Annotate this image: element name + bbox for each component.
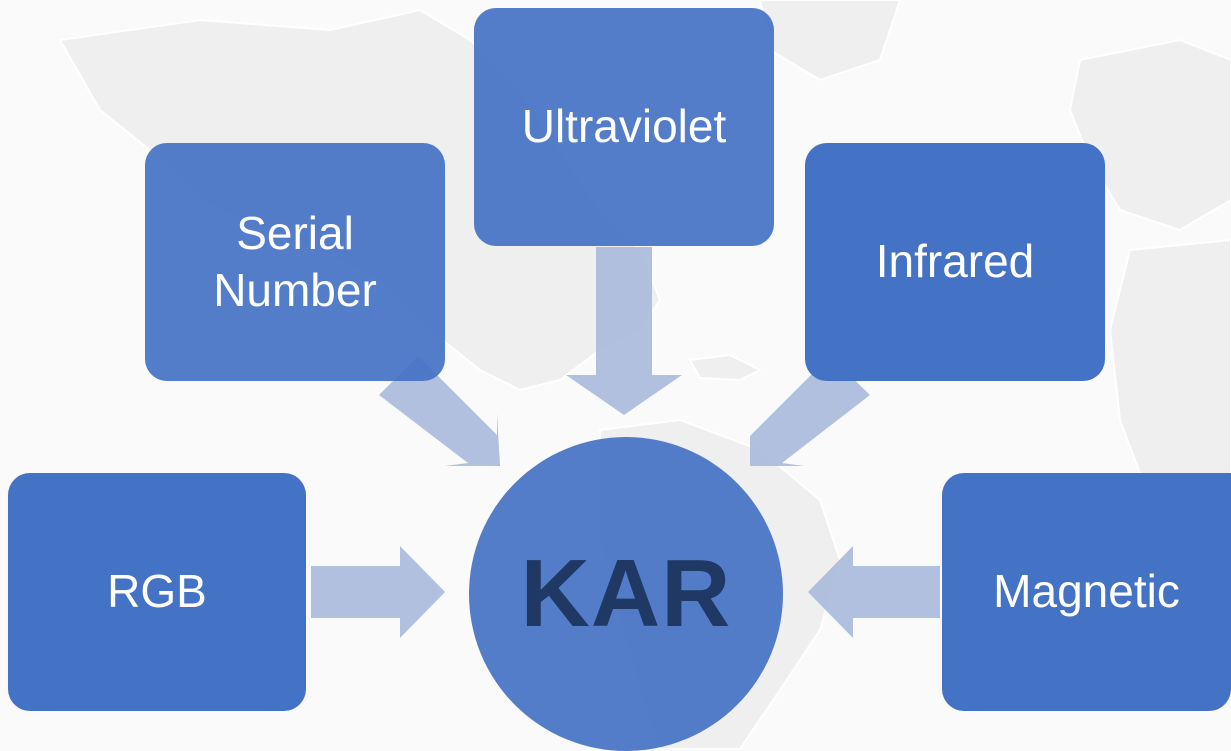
kar-label: KAR xyxy=(520,540,732,647)
ultraviolet-label: Ultraviolet xyxy=(521,100,727,153)
caribbean-islands xyxy=(688,353,763,382)
serial-number-label: Serial Number xyxy=(213,206,377,317)
arrow-from-ultraviolet xyxy=(566,247,682,415)
arrow-from-serial-number xyxy=(379,356,500,466)
arrow-from-rgb xyxy=(311,546,445,638)
infrared-label: Infrared xyxy=(875,235,1035,288)
rgb-label: RGB xyxy=(107,565,207,618)
magnetic-label: Magnetic xyxy=(993,565,1180,618)
rgb-box: RGB xyxy=(8,473,306,711)
arrow-from-infrared xyxy=(750,356,870,466)
serial-number-box: Serial Number xyxy=(145,143,445,381)
kar-hub-circle: KAR xyxy=(469,437,783,751)
arrow-from-magnetic xyxy=(808,546,940,638)
infrared-box: Infrared xyxy=(805,143,1105,381)
magnetic-box: Magnetic xyxy=(942,473,1231,711)
ultraviolet-box: Ultraviolet xyxy=(474,8,774,246)
europe-landmass xyxy=(1068,38,1231,232)
